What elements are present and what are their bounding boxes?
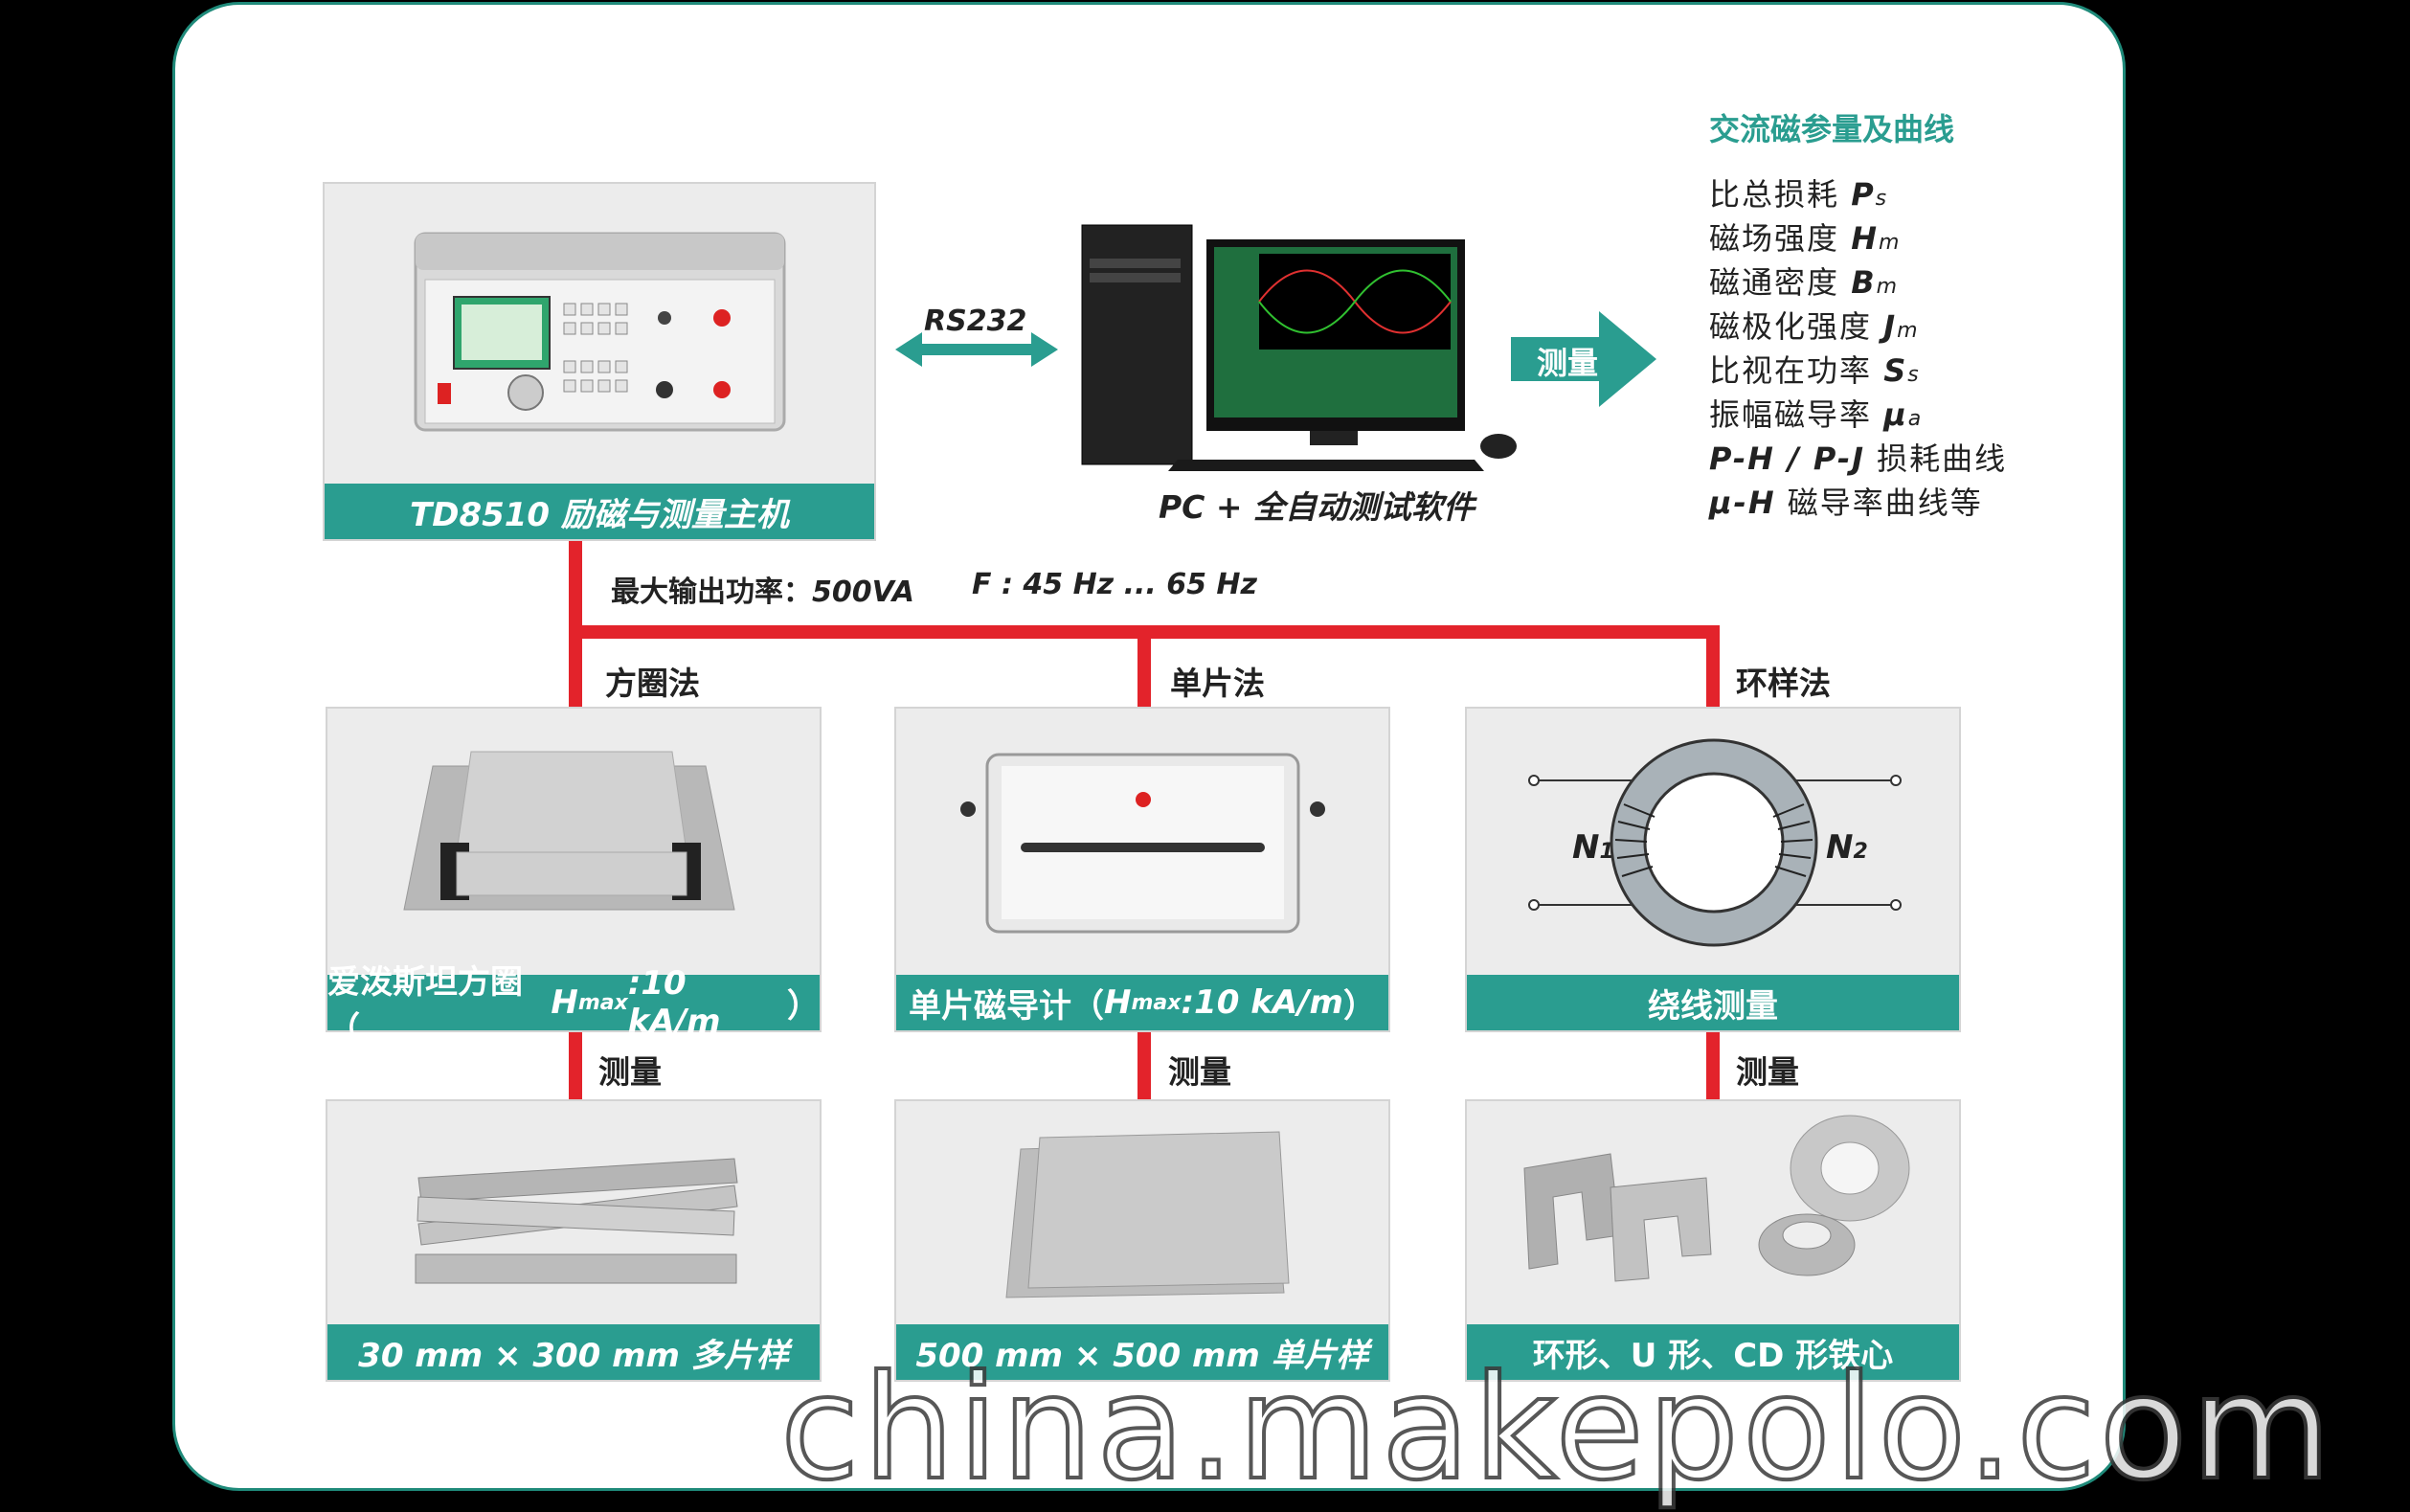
param-item: 比视在功率 Ss — [1709, 352, 1921, 389]
main-unit-device — [414, 232, 786, 432]
sheet-sample-image — [1005, 1131, 1290, 1298]
params-title: 交流磁参量及曲线 — [1709, 111, 1955, 147]
sheet-sample-card: 500 mm × 500 mm 单片样 — [894, 1099, 1390, 1382]
rs232-label: RS232 — [924, 305, 1027, 338]
rs232-double-arrow — [895, 332, 1058, 367]
measure-label: 测量 — [598, 1053, 662, 1091]
branch-line — [1706, 625, 1720, 709]
param-curve-item: P-H / P-J 损耗曲线 — [1709, 440, 2008, 477]
param-item: 振幅磁导率 μa — [1709, 396, 1924, 433]
param-curve-item: μ-H 磁导率曲线等 — [1709, 485, 1983, 521]
method-label: 单片法 — [1170, 665, 1265, 702]
param-item: 比总损耗 Ps — [1709, 176, 1889, 213]
measure-arrow — [1511, 311, 1656, 407]
branch-line — [1137, 625, 1151, 709]
param-item: 磁场强度 Hm — [1709, 220, 1902, 257]
strip-samples-image — [415, 1158, 738, 1284]
epstein-frame-device — [403, 751, 735, 911]
freq-spec: F : 45 Hz ... 65 Hz — [972, 568, 1257, 601]
method-label: 环样法 — [1736, 665, 1831, 702]
toroid-caption: 绕线测量 — [1467, 975, 1959, 1030]
n2-label: N2 — [1826, 828, 1868, 867]
core-samples-image — [1523, 1115, 1910, 1282]
toroid-winding-diagram — [1528, 738, 1902, 947]
measure-line — [1706, 1032, 1720, 1101]
watermark-text: china.makepolo.com — [778, 1343, 2335, 1512]
measure-line — [569, 1032, 582, 1101]
measure-label: 测量 — [1168, 1053, 1231, 1091]
core-sample-caption: 环形、U 形、CD 形铁心 — [1467, 1324, 1959, 1380]
main-unit-card: TD8510 励磁与测量主机 — [323, 182, 876, 541]
power-spec: 最大输出功率：500VA — [611, 575, 915, 609]
pc-computer — [1081, 224, 1484, 471]
pc-caption: PC + 全自动测试软件 — [1159, 488, 1475, 526]
param-item: 磁通密度 Bm — [1709, 264, 1900, 301]
trunk-line — [569, 541, 582, 709]
toroid-card: N1 N2 绕线测量 — [1465, 707, 1961, 1032]
strip-sample-caption: 30 mm × 300 mm 多片样 — [327, 1324, 820, 1380]
measure-arrow-label: 测量 — [1537, 345, 1599, 381]
param-item: 磁极化强度 Jm — [1709, 308, 1920, 345]
n1-label: N1 — [1572, 828, 1614, 867]
core-sample-card: 环形、U 形、CD 形铁心 — [1465, 1099, 1961, 1382]
mouse-icon — [1480, 434, 1517, 459]
measure-label: 测量 — [1736, 1053, 1799, 1091]
sheet-sample-caption: 500 mm × 500 mm 单片样 — [896, 1324, 1388, 1380]
main-unit-caption: TD8510 励磁与测量主机 — [325, 484, 874, 539]
measure-line — [1137, 1032, 1151, 1101]
single-sheet-tester-device — [960, 753, 1325, 934]
method-label: 方圈法 — [605, 665, 700, 702]
strip-sample-card: 30 mm × 300 mm 多片样 — [326, 1099, 822, 1382]
